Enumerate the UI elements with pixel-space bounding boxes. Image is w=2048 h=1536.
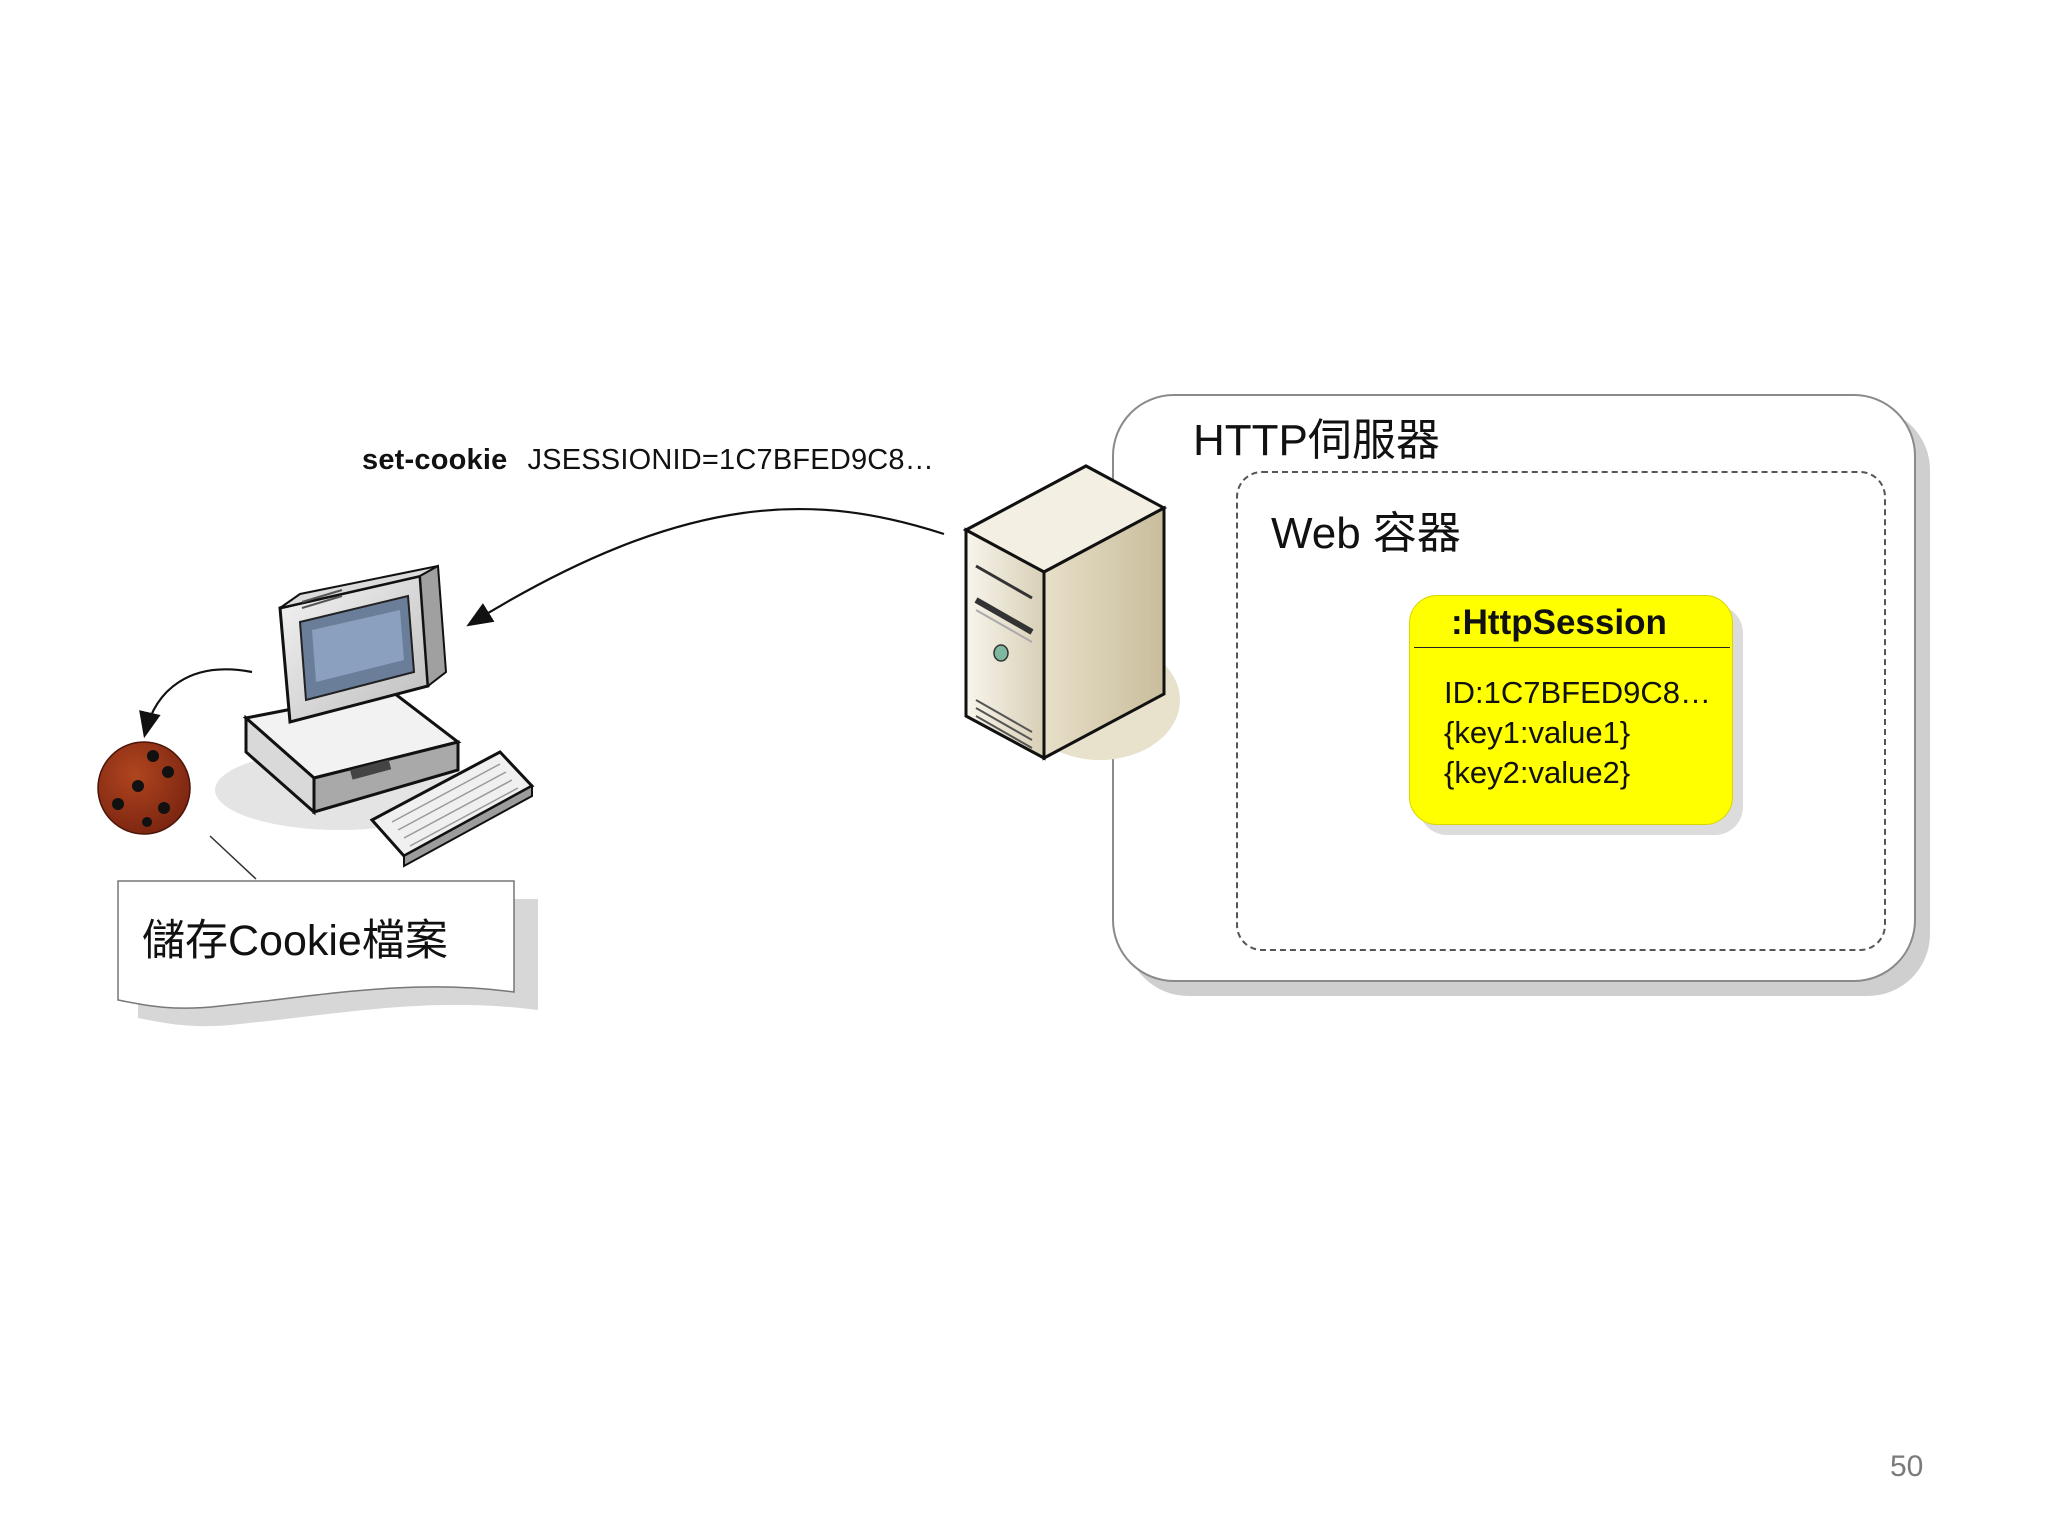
- http-session-attributes: ID:1C7BFED9C8… {key1:value1} {key2:value…: [1444, 673, 1711, 793]
- computer-illustration: [215, 564, 535, 868]
- cookie-illustration: [97, 741, 191, 835]
- arrow-label: set-cookie JSESSIONID=1C7BFED9C8…: [362, 444, 934, 477]
- page-number: 50: [1890, 1450, 1924, 1483]
- session-attribute-line: {key2:value2}: [1444, 755, 1631, 790]
- set-cookie-arrow: [466, 508, 945, 627]
- note-paper: [117, 880, 538, 1027]
- session-attribute-line: {key1:value1}: [1444, 715, 1631, 750]
- arrow-label-keyword: set-cookie: [362, 444, 508, 476]
- http-session-title: :HttpSession: [1451, 603, 1667, 642]
- arrow-label-value: JSESSIONID=1C7BFED9C8…: [527, 444, 934, 476]
- web-container-title: Web 容器: [1271, 509, 1461, 558]
- server-illustration-front: [962, 464, 1180, 761]
- session-id-line: ID:1C7BFED9C8…: [1444, 675, 1712, 710]
- cookie-note-label: 儲存Cookie檔案: [142, 917, 448, 965]
- note-connector: [209, 835, 257, 880]
- store-arrow: [139, 668, 253, 739]
- http-session-divider: [1414, 647, 1730, 648]
- http-server-title: HTTP伺服器: [1193, 416, 1440, 465]
- http-session-box: [1409, 595, 1733, 825]
- web-container-box: [1236, 471, 1886, 951]
